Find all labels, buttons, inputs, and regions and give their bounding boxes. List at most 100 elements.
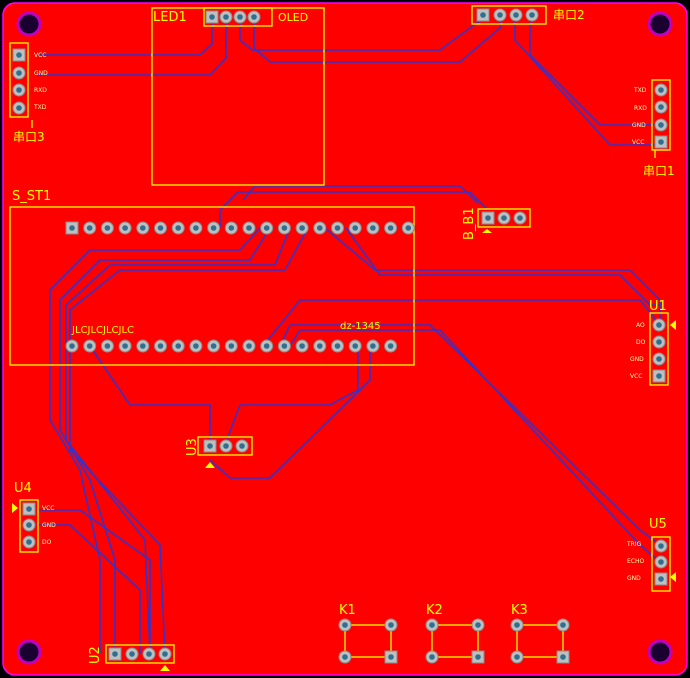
u4-pin-label: DO <box>42 539 52 546</box>
bb1-pad <box>481 211 495 225</box>
s-st1-top-pad <box>348 221 362 235</box>
k3-pad <box>510 650 524 664</box>
s-st1-bottom-pad <box>224 339 238 353</box>
port3-pad <box>12 48 26 62</box>
s-st1-bottom-pad <box>331 339 344 353</box>
s-st1-top-pad <box>118 221 132 235</box>
s-st1-bottom-pad <box>100 339 114 353</box>
u4-pin-label: VCC <box>42 505 55 512</box>
port3-pin-label: RXD <box>34 87 47 94</box>
led1-label: LED1 <box>153 10 187 25</box>
u1-label: U1 <box>649 299 667 314</box>
s-st1-top-pad <box>384 221 398 235</box>
port1-header-outline <box>651 79 671 151</box>
port1-pin-label: GND <box>632 122 646 129</box>
s-st1-top-pad <box>277 221 291 235</box>
u2-pad <box>158 647 172 661</box>
k3-pad <box>556 618 570 632</box>
port3-pin-label: TXD <box>34 104 47 111</box>
traces <box>37 16 661 654</box>
u3-pad <box>219 439 233 453</box>
s-st1-top-pad <box>260 221 274 235</box>
k1-pad <box>338 650 352 664</box>
s-st1-bottom-pad <box>154 339 167 353</box>
port2-pad <box>493 8 507 22</box>
port1-pin-label: TXD <box>634 87 647 94</box>
s-st1-bottom-pad <box>189 339 203 353</box>
u1-pin-label: AO <box>636 322 645 329</box>
s-st1-top-pad <box>401 221 415 235</box>
oled-label: OLED <box>278 11 309 24</box>
s-st1-bottom-pad <box>171 339 185 353</box>
u5-pad <box>654 572 668 586</box>
k1-label: K1 <box>339 603 356 618</box>
s-st1-top-pad <box>313 221 327 235</box>
port3-pin-label: GND <box>34 70 48 77</box>
k1-outline <box>344 624 392 658</box>
s-st1-outline <box>9 206 415 366</box>
k3-pad <box>510 618 524 632</box>
port3-header-outline <box>9 42 29 118</box>
s-st1-bottom-pad <box>65 339 79 353</box>
k3-outline <box>516 624 564 658</box>
port1-pad <box>654 100 668 114</box>
jlc-label: JLCJLCJLCJLC <box>72 325 135 336</box>
s-st1-top-pad <box>100 221 114 235</box>
dz-label: dz-1345 <box>340 321 381 332</box>
s-st1-top-pad <box>136 221 150 235</box>
u1-pad <box>652 369 666 383</box>
s-st1-bottom-pad <box>136 339 150 353</box>
u1-pin-label: VCC <box>630 373 643 380</box>
k1-pad <box>384 618 398 632</box>
u1-pin-label: DO <box>636 339 646 346</box>
k2-pad <box>425 618 439 632</box>
u3-label: U3 <box>185 438 200 456</box>
s-st1-bottom-pad <box>384 339 398 353</box>
s-st1-top-pad <box>331 221 344 235</box>
k1-pad <box>384 650 398 664</box>
u1-pad <box>652 352 666 366</box>
u5-pin-label: TRIG <box>627 541 642 548</box>
bb1-label: B_B1 <box>462 207 477 240</box>
port2-pad <box>476 8 490 22</box>
u1-pin-label: GND <box>630 356 644 363</box>
u4-header-outline <box>19 499 39 553</box>
port2-pad <box>525 8 539 22</box>
port1-pin-label: RXD <box>634 105 647 112</box>
mounting-holes <box>16 11 673 665</box>
led1-pad <box>219 10 233 24</box>
s-st1-label: S_ST1 <box>12 189 52 204</box>
u5-header-outline <box>651 536 671 592</box>
led1-pad <box>247 10 261 24</box>
s-st1-top-pad <box>65 221 79 235</box>
s-st1-bottom-pad <box>295 339 309 353</box>
u1-header-outline <box>649 312 669 386</box>
port1-pad <box>654 118 668 132</box>
mounting-hole <box>16 639 42 665</box>
mounting-hole <box>647 639 673 665</box>
k1-pad <box>338 618 352 632</box>
u2-pad <box>125 647 139 661</box>
k3-label: K3 <box>511 603 528 618</box>
s-st1-top-pad <box>154 221 167 235</box>
s-st1-bottom-pad <box>277 339 291 353</box>
led1-pad <box>233 10 247 24</box>
s-st1-bottom-pad <box>260 339 274 353</box>
s-st1-bottom-pad <box>207 339 221 353</box>
s-st1-bottom-pad <box>313 339 327 353</box>
u1-pad <box>652 318 666 332</box>
s-st1-top-pad <box>189 221 203 235</box>
s-st1-bottom-pad <box>83 339 97 353</box>
u4-pin-label: GND <box>42 522 56 529</box>
u5-label: U5 <box>649 517 667 532</box>
s-st1-top-pad <box>366 221 380 235</box>
s-st1-top-pad <box>224 221 238 235</box>
k2-pad <box>471 650 485 664</box>
port3-label: 串口3 <box>13 130 45 144</box>
led1-header-outline <box>203 7 273 27</box>
u5-pin-label: ECHO <box>627 558 645 565</box>
k2-pad <box>425 650 439 664</box>
u4-label: U4 <box>14 481 32 496</box>
u3-pad <box>203 439 217 453</box>
